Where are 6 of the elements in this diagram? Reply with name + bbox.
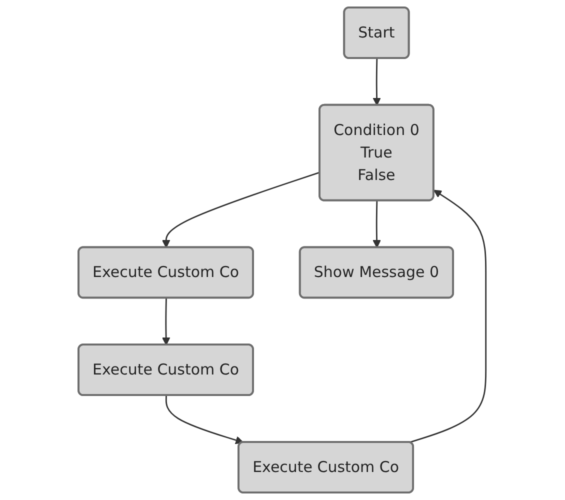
arrow <box>166 396 244 444</box>
arrow <box>162 298 171 346</box>
arrow <box>409 190 487 444</box>
arrow <box>373 200 382 248</box>
arrow <box>162 172 321 248</box>
arrow <box>373 58 382 106</box>
